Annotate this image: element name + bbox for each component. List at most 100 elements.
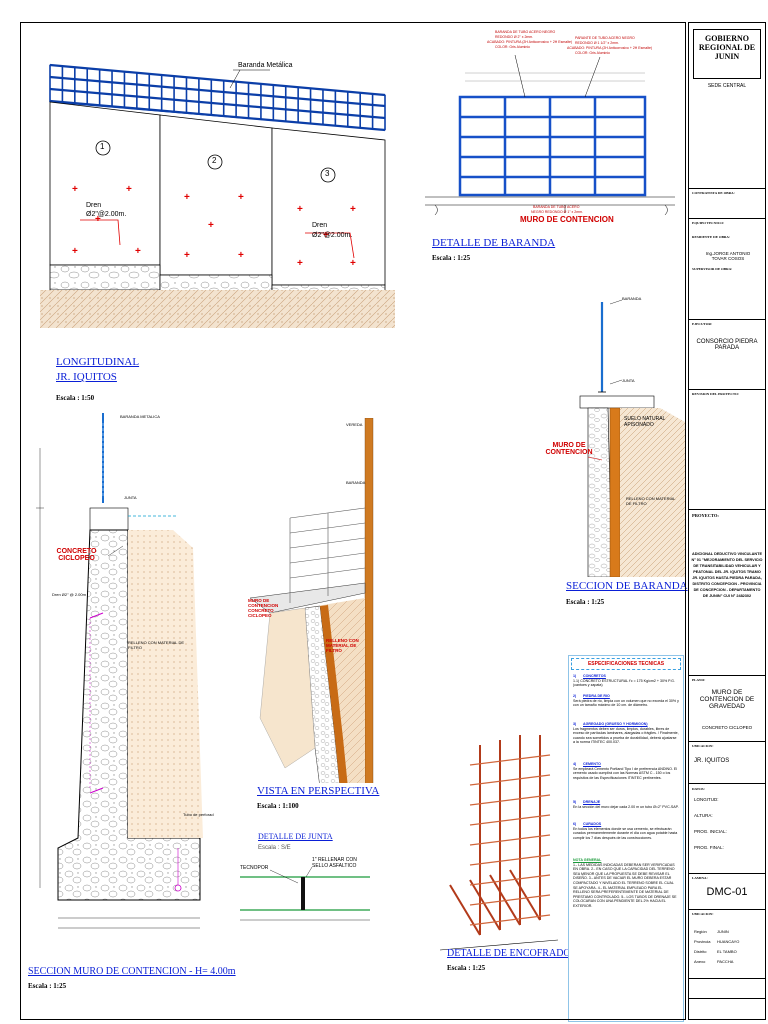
panel-number-2: 2: [212, 156, 217, 165]
svg-text:COLOR: Gris Aluminio: COLOR: Gris Aluminio: [495, 45, 530, 49]
tubo-perforado-label: Tubo de perforad: [183, 812, 214, 817]
seccion-baranda-junta-label: JUNTA: [622, 378, 635, 383]
baranda-label: Baranda Metálica: [238, 62, 293, 69]
lamina-value: DMC-01: [706, 886, 748, 898]
revision-label: REVISION DEL PROYECTO:: [692, 392, 740, 396]
svg-text:COLOR: Gris Aluminio: COLOR: Gris Aluminio: [575, 51, 610, 55]
concreto-ciclopeo-label: CONCRETO CICLOPEO: [56, 548, 97, 562]
encofrado-scale: Escala : 1:25: [447, 964, 486, 972]
especificaciones-header: ESPECIFICACIONES TECNICAS: [571, 658, 681, 670]
perspectiva-vereda-label: VEREDA: [346, 422, 363, 427]
prog-inicial-label: PROG. INICIAL:: [694, 829, 727, 834]
encofrado-view: [439, 730, 560, 965]
perspectiva-baranda-label: BARANDA: [346, 480, 366, 485]
svg-text:BARANDA DE TUBO ACERO: BARANDA DE TUBO ACERO: [533, 205, 580, 209]
detalle-baranda-view: BARANDA DE TUBO ACERO NEGRO REDONDO Ø 2"…: [425, 25, 680, 240]
lamina-label: LAMINA:: [692, 876, 708, 880]
perspectiva-view: MURO DE CONTENCION CONCRETO CICLOPEO REL…: [248, 417, 380, 789]
svg-text:+: +: [72, 184, 78, 195]
svg-text:PARANTE DE TUBO ACERO NEGRO: PARANTE DE TUBO ACERO NEGRO: [575, 36, 635, 40]
ubicacion-2-label: UBICACION:: [692, 912, 714, 916]
svg-text:REDONDO Ø 2" x 2mm.: REDONDO Ø 2" x 2mm.: [495, 35, 533, 39]
region-keys: Región Provincia Distrito Anexo: [694, 929, 711, 964]
longitud-label: LONGITUD:: [694, 797, 719, 802]
ubicacion-label: UBICACION:: [692, 744, 714, 748]
plano-subtitle: CONCRETO CICLOPEO: [701, 725, 753, 730]
dren-spec-2: Ø2"@2.00m.: [312, 232, 353, 239]
svg-text:+: +: [135, 246, 141, 257]
seccion-muro-relleno-label: RELLENO CON MATERIAL DE FILTRO: [128, 640, 185, 650]
spec-item-5: 5)DRENAJE En la sección del muro dejar c…: [573, 800, 679, 809]
altura-label: ALTURA:: [694, 813, 713, 818]
prog-final-label: PROG. FINAL:: [694, 845, 724, 850]
seccion-muro-dren-label: Dren Ø2" @ 2.00m: [52, 592, 86, 597]
spec-item-3: 3)AGREGADO (GRUESO Y HORMIGON) Los fragm…: [573, 722, 679, 745]
datos-label: DATOS:: [692, 787, 705, 791]
svg-text:+: +: [297, 258, 303, 269]
seccion-baranda-drawing: [579, 299, 685, 578]
svg-text:ACABADO: PINTURA (2H Anticorro: ACABADO: PINTURA (2H Anticorrosivo + 2H …: [487, 40, 572, 44]
panel-number-1: 1: [100, 142, 105, 151]
perspectiva-muro-label: MURO DE CONTENCION CONCRETO CICLOPEO: [248, 598, 279, 618]
svg-text:+: +: [208, 220, 214, 231]
svg-text:+: +: [323, 230, 329, 241]
sello-label: 1" RELLENAR CON SELLO ASFALTICO: [312, 857, 357, 869]
especificaciones-panel: ESPECIFICACIONES TECNICAS 1)CONCRETOS 1.…: [568, 655, 684, 1022]
spec-item-6: 6)CURADOS En todos los elementos donde s…: [573, 822, 678, 840]
org-logo-box: GOBIERNO REGIONAL DE JUNIN: [693, 29, 761, 79]
ejecutor-label: EJECUTOR:: [692, 322, 713, 326]
svg-text:+: +: [184, 250, 190, 261]
seccion-muro-drawing: [36, 413, 203, 929]
suelo-natural-label: SUELO NATURAL APISONADO: [624, 416, 666, 428]
dren-label-2: Dren: [312, 222, 328, 229]
ubicacion-value: JR. IQUITOS: [694, 758, 730, 764]
proyecto-label: PROYECTO:: [692, 513, 719, 518]
spec-nota-general: NOTA GENERAL 1.- LAS MEDIDAS INDICADAS D…: [573, 858, 677, 908]
svg-text:+: +: [126, 184, 132, 195]
encofrado-drawing: [439, 730, 559, 951]
ejecutor-name: CONSORCIO PIEDRA PARADA: [696, 339, 758, 351]
svg-text:NEGRO REDONDO Ø 1" x 2mm.: NEGRO REDONDO Ø 1" x 2mm.: [531, 210, 583, 214]
svg-text:+: +: [350, 204, 356, 215]
seccion-baranda-rail-label: BARANDA: [622, 296, 642, 301]
proyecto-text: ADICIONAL DEDUCTIVO VINCULANTE N° 01 "ME…: [691, 552, 763, 598]
junta-title: DETALLE DE JUNTA: [258, 832, 333, 841]
svg-text:+: +: [238, 250, 244, 261]
junta-drawing: [240, 866, 370, 921]
baranda-detail-drawing: BARANDA DE TUBO ACERO NEGRO REDONDO Ø 2"…: [425, 30, 675, 216]
longitudinal-view: ++ +++ ++ +++ ++ +++ Baranda Metálica 1 …: [40, 40, 400, 330]
seccion-baranda-muro-label: MURO DE CONTENCION: [545, 442, 593, 456]
svg-text:+: +: [297, 204, 303, 215]
svg-text:+: +: [238, 192, 244, 203]
panel-number-3: 3: [325, 169, 330, 178]
svg-text:ACABADO: PINTURA (2H Anticorro: ACABADO: PINTURA (2H Anticorrosivo + 2H …: [567, 46, 652, 50]
perspectiva-drawing: [249, 417, 374, 789]
svg-text:+: +: [350, 258, 356, 269]
svg-text:+: +: [95, 214, 101, 225]
seccion-muro-view: BARANDA METALICA JUNTA CONCRETO CICLOPEO…: [28, 408, 233, 963]
org-line-3: JUNIN: [714, 52, 740, 61]
seccion-baranda-scale: Escala : 1:25: [566, 598, 605, 606]
seccion-muro-title: SECCION MURO DE CONTENCION - H= 4.00m: [28, 966, 236, 977]
svg-text:+: +: [184, 192, 190, 203]
perspectiva-title: VISTA EN PERSPECTIVA: [257, 785, 380, 797]
region-values: JUNIN HUANCAYO EL TAMBO PACCHA: [717, 929, 740, 964]
longitudinal-title: LONGITUDINAL: [56, 356, 140, 368]
supervisor-label: SUPERVISOR DE OBRA:: [692, 267, 733, 271]
seccion-baranda-relleno-label: RELLENO CON MATERIAL DE FILTRO: [626, 496, 676, 506]
sede-label: SEDE CENTRAL: [707, 83, 747, 89]
detalle-baranda-title: DETALLE DE BARANDA: [432, 237, 556, 249]
contratista-label: CONTRATISTA DE OBRA:: [692, 191, 735, 195]
detalle-baranda-scale: Escala : 1:25: [432, 254, 471, 262]
perspectiva-relleno-label: RELLENO CON MATERIAL DE FILTRO: [326, 638, 359, 653]
residente-name: Ing.JORGE ANTONIO TOVAR COSOS: [705, 251, 751, 261]
seccion-muro-scale: Escala : 1:25: [28, 982, 67, 990]
org-line-2: REGIONAL DE: [698, 43, 756, 52]
seccion-baranda-title: SECCION DE BARANDA: [566, 580, 688, 592]
spec-item-1: 1)CONCRETOS 1.1) CONCRETO ESTRUCTURAL f'…: [573, 674, 675, 688]
longitudinal-scale: Escala : 1:50: [56, 394, 95, 402]
plano-title: MURO DE CONTENCION DE GRAVEDAD: [699, 689, 755, 710]
baranda-wall-label: MURO DE CONTENCION: [520, 215, 614, 224]
perspectiva-scale: Escala : 1:100: [257, 802, 299, 810]
residente-label: RESIDENTE DE OBRA:: [692, 235, 731, 239]
